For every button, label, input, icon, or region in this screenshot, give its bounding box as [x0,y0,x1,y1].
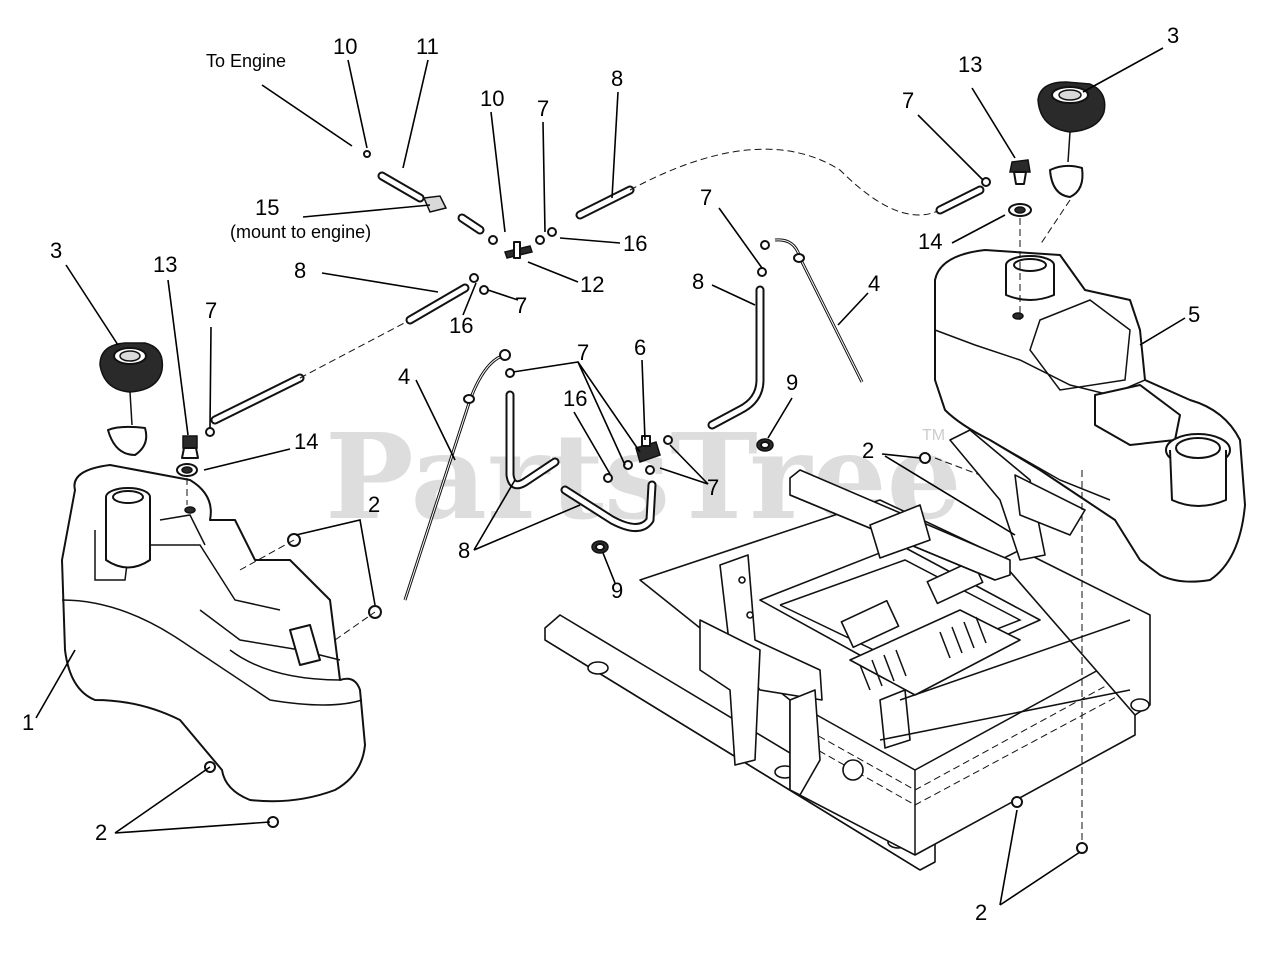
callout-15: 15 [255,195,279,220]
vent-valve-right [1009,159,1031,185]
fuel-cap-left [99,342,164,456]
right-fuel-tank [934,249,1246,583]
note-mount-to-engine: (mount to engine) [230,222,371,242]
callout-7: 7 [537,96,549,121]
callout-8: 8 [294,258,306,283]
callout-7: 7 [577,340,589,365]
callout-8: 8 [692,269,704,294]
callout-10: 10 [333,34,357,59]
callout-11: 11 [416,34,439,59]
callout-14: 14 [918,229,942,254]
callout-14: 14 [294,429,318,454]
callout-12: 12 [580,272,604,297]
callout-7: 7 [902,88,914,113]
callout-16: 16 [623,231,647,256]
callout-16: 16 [449,313,473,338]
callout-numbers: 10 11 15 10 7 8 16 12 7 16 8 3 13 7 14 2… [22,23,1200,925]
note-to-engine: To Engine [206,51,286,71]
callout-8: 8 [611,66,623,91]
callout-7: 7 [707,475,719,500]
callout-6: 6 [634,335,646,360]
chassis-frame [544,429,1151,871]
assembly-guides [186,199,1083,842]
vent-valve-left [181,435,199,459]
callout-2: 2 [975,900,987,925]
callout-4: 4 [868,271,880,296]
callout-5: 5 [1188,302,1200,327]
leader-lines [35,47,1186,906]
left-fuel-tank [61,464,366,803]
fuel-hoses [210,148,985,532]
fittings [205,150,991,554]
callout-2: 2 [862,438,874,463]
callout-7: 7 [515,293,527,318]
callout-2: 2 [95,820,107,845]
callout-7: 7 [700,185,712,210]
callout-1: 1 [22,710,34,735]
callout-10: 10 [480,86,504,111]
callout-16: 16 [563,386,587,411]
callout-9: 9 [786,370,798,395]
callout-4: 4 [398,364,410,389]
callout-13: 13 [958,52,982,77]
callout-2: 2 [368,492,380,517]
fuel-cap-right [1037,81,1106,198]
watermark-tm: TM [922,427,945,444]
callout-7: 7 [205,298,217,323]
callout-8: 8 [458,538,470,563]
callout-3: 3 [1167,23,1179,48]
callout-9: 9 [611,578,623,603]
callout-13: 13 [153,252,177,277]
callout-3: 3 [50,238,62,263]
